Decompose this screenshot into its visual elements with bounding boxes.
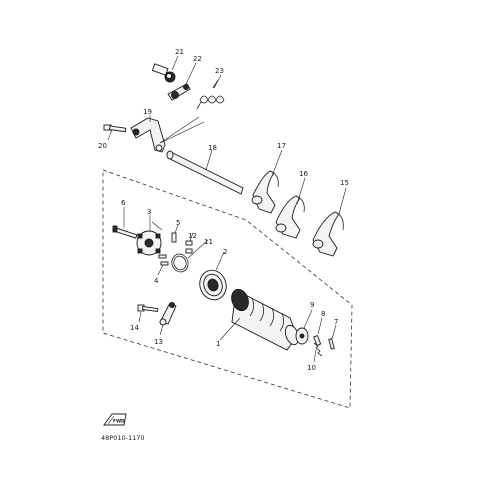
bearing-2 (199, 269, 227, 301)
label-6: 6 (121, 199, 126, 207)
label-11: 11 (204, 238, 213, 246)
bolt-20 (103, 124, 127, 133)
spring-10 (313, 342, 323, 357)
label-13: 13 (154, 338, 163, 346)
label-22: 22 (193, 55, 202, 63)
label-12: 12 (188, 232, 197, 240)
label-16: 16 (299, 170, 308, 178)
shift-fork-16 (275, 195, 305, 239)
label-8: 8 (321, 310, 325, 318)
label-18: 18 (208, 144, 217, 152)
label-17: 17 (277, 142, 286, 150)
circlip-11 (171, 253, 189, 273)
washer-12 (185, 240, 193, 254)
collar-22 (167, 83, 191, 101)
label-4: 4 (154, 277, 159, 285)
shift-fork-17 (251, 170, 279, 214)
pin-8 (313, 334, 322, 346)
label-10: 10 (307, 364, 316, 372)
pin-5 (171, 232, 177, 243)
shift-shaft-18 (166, 150, 244, 195)
label-5: 5 (176, 219, 180, 227)
assembly-outline (102, 169, 353, 409)
shift-lever-19 (130, 117, 166, 153)
plate-9 (295, 327, 309, 345)
label-7: 7 (334, 318, 338, 326)
label-21: 21 (175, 48, 184, 56)
label-19: 19 (143, 108, 152, 116)
shift-drum-1 (231, 288, 300, 351)
label-15: 15 (340, 179, 349, 187)
label-14: 14 (130, 324, 139, 332)
segment-3 (136, 230, 162, 256)
spring-23 (196, 79, 225, 110)
bolt-14 (137, 304, 159, 313)
pins-4 (158, 254, 169, 266)
label-23: 23 (215, 67, 224, 75)
forward-badge-text: FWD (113, 419, 125, 425)
label-1: 1 (216, 340, 220, 348)
label-20: 20 (98, 142, 107, 150)
bolt-6 (112, 225, 138, 239)
stopper-lever-13 (159, 302, 177, 326)
label-3: 3 (147, 208, 151, 216)
shift-fork-15 (312, 211, 344, 257)
pin-7 (328, 338, 335, 350)
label-9: 9 (310, 301, 314, 309)
drawing-code: 48P010-1170 (101, 434, 145, 442)
forward-arrow-icon: FWD (103, 413, 127, 426)
label-2: 2 (223, 248, 227, 256)
bolt-21 (151, 63, 176, 83)
